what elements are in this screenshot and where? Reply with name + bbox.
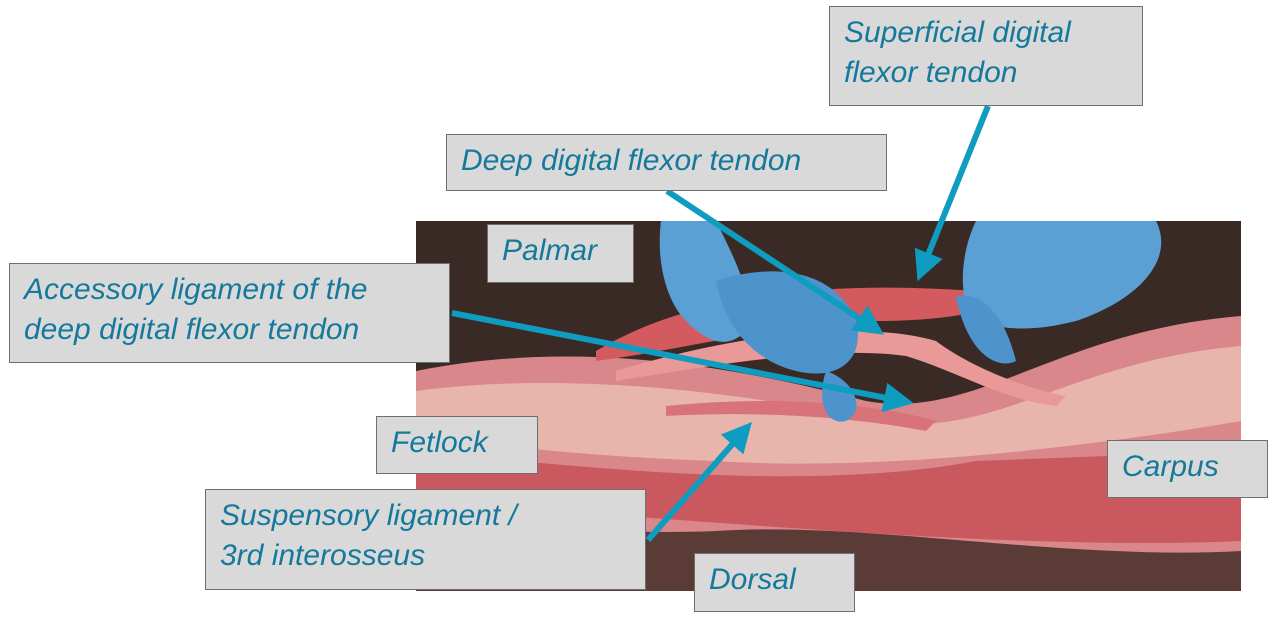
arrow-accessory: [451, 310, 914, 413]
arrow-superficial: [914, 104, 991, 282]
label-palmar: Palmar: [487, 224, 634, 283]
dissection-photo: [416, 221, 1241, 591]
label-fetlock: Fetlock: [376, 416, 538, 474]
label-dorsal: Dorsal: [694, 553, 855, 612]
label-accessory-ligament: Accessory ligament of the deep digital f…: [9, 263, 450, 363]
arrow-deep: [665, 188, 885, 335]
label-carpus: Carpus: [1107, 440, 1268, 498]
label-suspensory-ligament: Suspensory ligament / 3rd interosseus: [205, 489, 646, 590]
label-superficial-digital-flexor-tendon: Superficial digital flexor tendon: [829, 6, 1143, 106]
label-deep-digital-flexor-tendon: Deep digital flexor tendon: [446, 134, 887, 191]
arrow-suspensory: [645, 421, 752, 542]
